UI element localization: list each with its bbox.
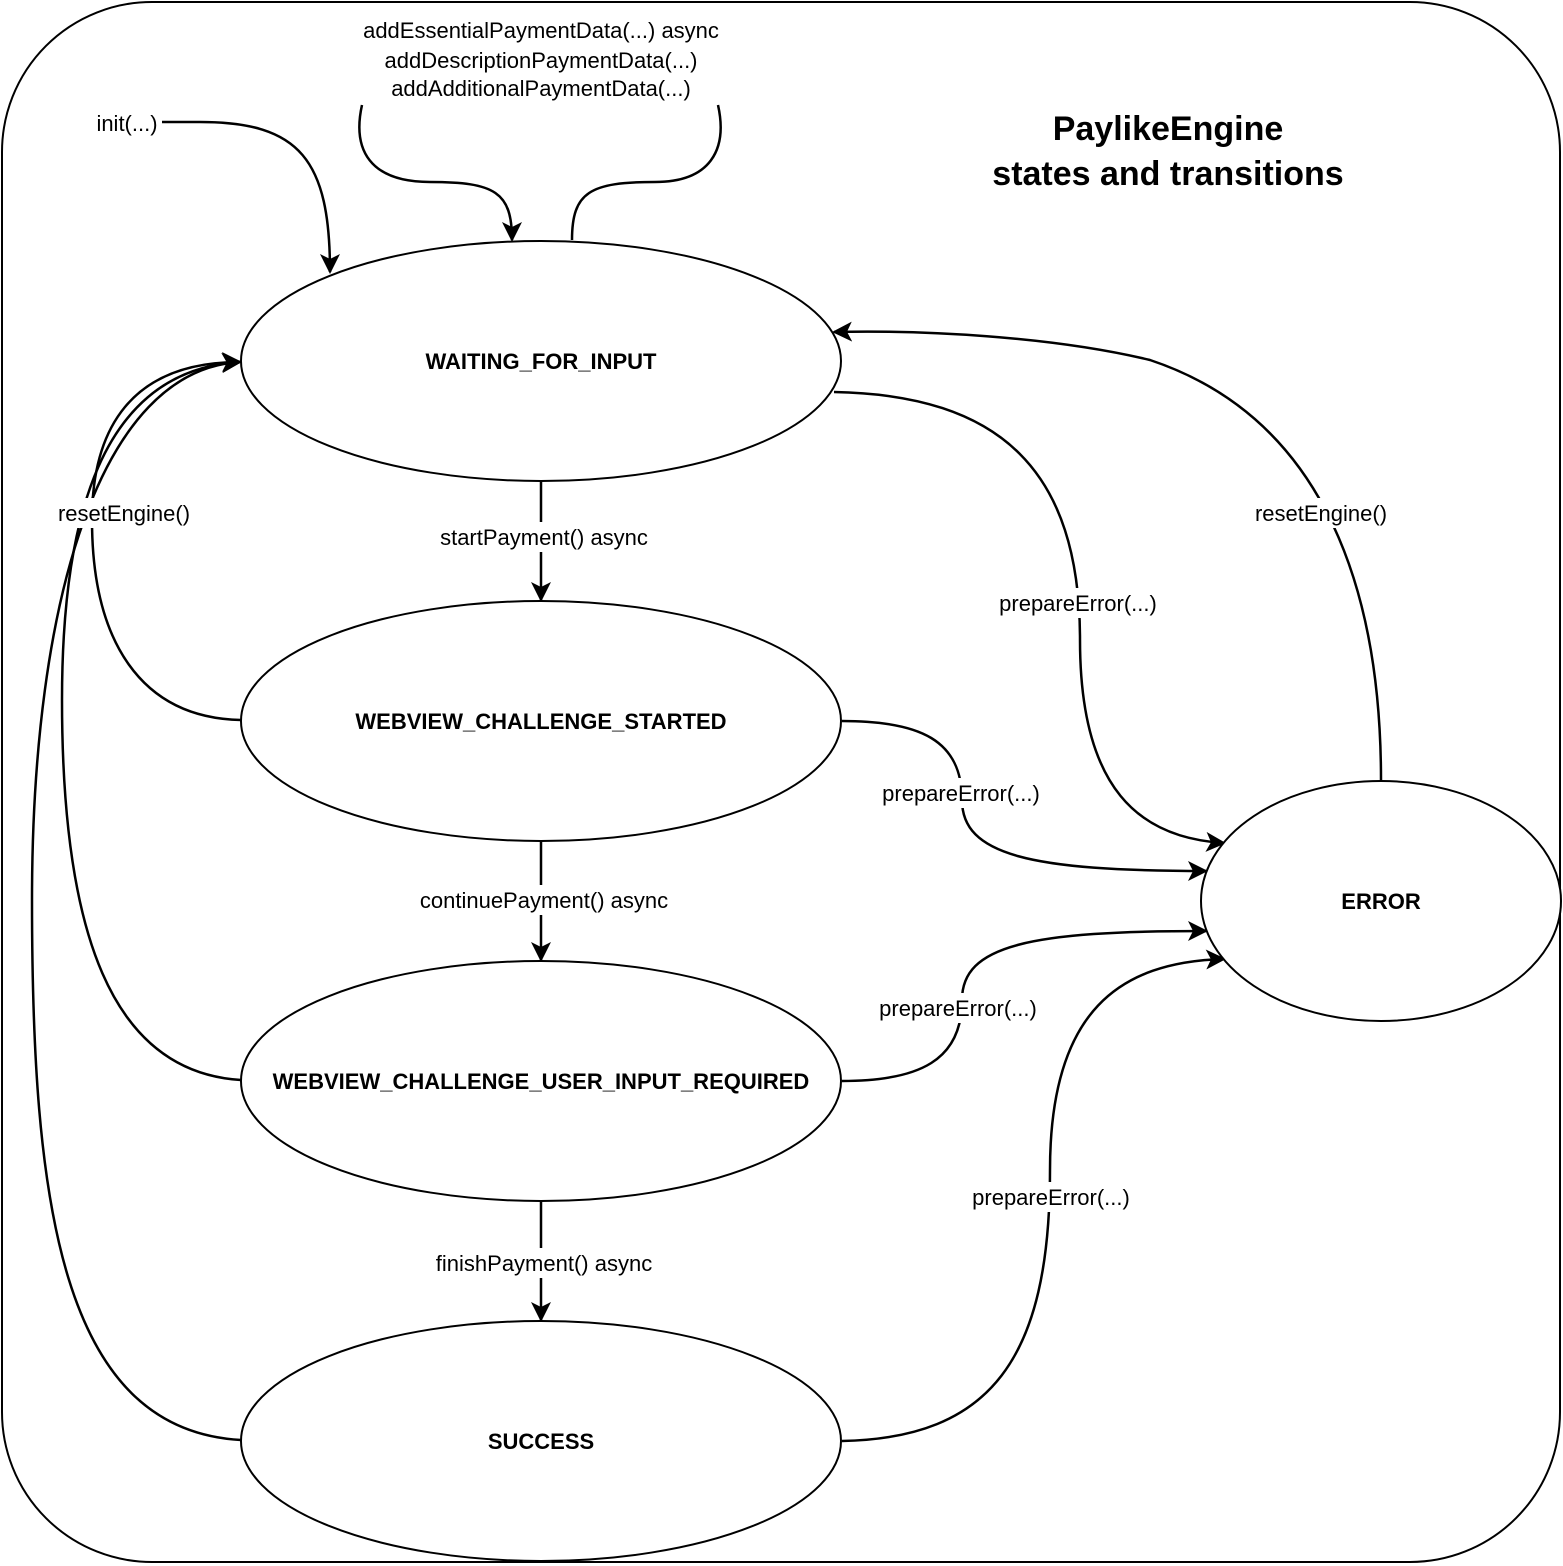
state-error: ERROR	[1200, 780, 1562, 1022]
edge-reset-from-started	[90, 352, 242, 722]
label-prepare-error-waiting: prepareError(...)	[999, 591, 1157, 616]
diagram-title-line1: PaylikeEngine	[1053, 110, 1284, 148]
state-label-user-input-required: WEBVIEW_CHALLENGE_USER_INPUT_REQUIRED	[273, 1069, 810, 1094]
label-reset-engine-left: resetEngine()	[58, 501, 190, 526]
label-continue-payment: continuePayment() async	[420, 888, 668, 913]
edge-add-data-in	[358, 104, 522, 242]
label-prepare-error-success: prepareError(...)	[972, 1185, 1130, 1210]
edge-reset-from-user-input	[60, 353, 242, 1082]
state-label-webview-started: WEBVIEW_CHALLENGE_STARTED	[355, 709, 726, 734]
state-success: SUCCESS	[240, 1320, 842, 1562]
label-add-additional: addAdditionalPaymentData(...)	[391, 76, 691, 101]
edge-reset-from-success	[30, 353, 242, 1442]
state-label-waiting: WAITING_FOR_INPUT	[425, 349, 657, 374]
diagram-title-line2: states and transitions	[992, 155, 1343, 193]
label-start-payment: startPayment() async	[440, 525, 648, 550]
label-init: init(...)	[96, 111, 157, 136]
edge-reset-from-error	[832, 321, 1383, 781]
label-add-essential: addEssentialPaymentData(...) async	[363, 18, 719, 43]
edge-error-from-success	[841, 949, 1226, 1443]
edge-init	[160, 120, 340, 274]
label-prepare-error-started: prepareError(...)	[882, 781, 1040, 806]
state-label-error: ERROR	[1341, 889, 1421, 914]
state-waiting-for-input: WAITING_FOR_INPUT	[240, 240, 842, 482]
state-label-success: SUCCESS	[488, 1429, 594, 1454]
edge-add-data-out	[570, 104, 722, 241]
label-reset-engine-right: resetEngine()	[1255, 501, 1387, 526]
state-webview-challenge-started: WEBVIEW_CHALLENGE_STARTED	[240, 600, 842, 842]
state-webview-challenge-user-input-required: WEBVIEW_CHALLENGE_USER_INPUT_REQUIRED	[240, 960, 842, 1202]
edge-error-from-user-input	[841, 921, 1208, 1083]
label-finish-payment: finishPayment() async	[436, 1251, 652, 1276]
edge-error-from-started	[841, 719, 1208, 881]
label-prepare-error-user-input: prepareError(...)	[879, 996, 1037, 1021]
label-add-description: addDescriptionPaymentData(...)	[384, 48, 697, 73]
